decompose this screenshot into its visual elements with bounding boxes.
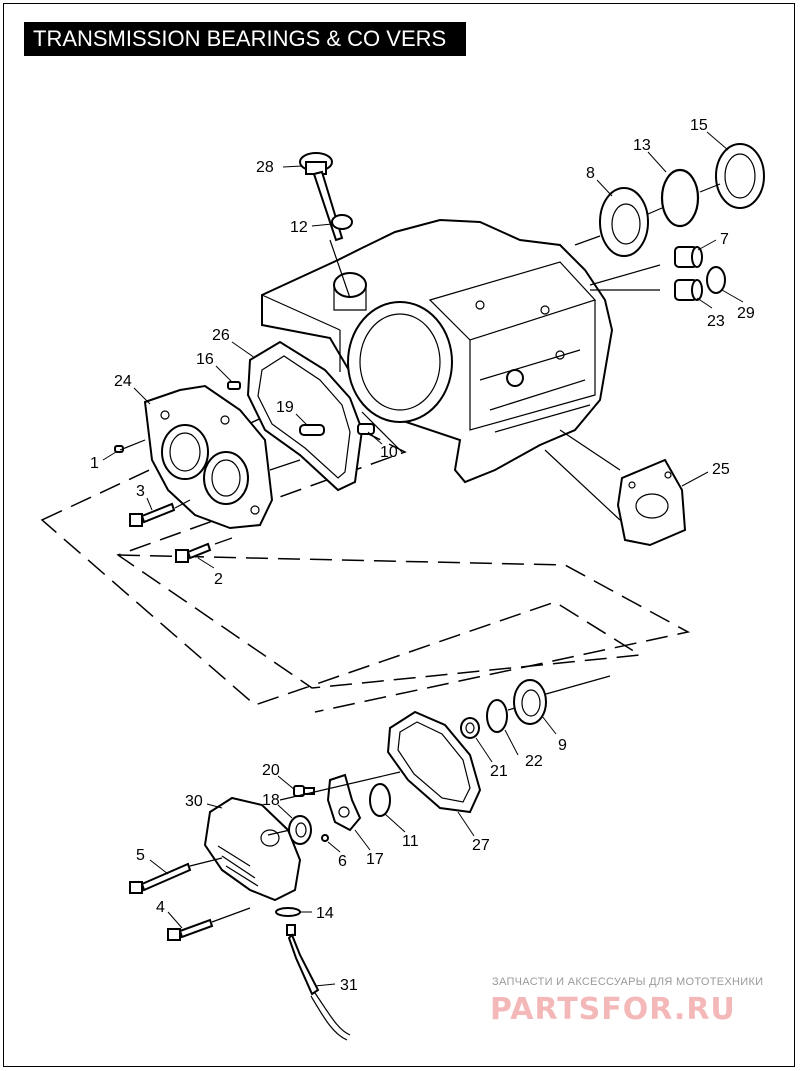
callout-21: 21 [490,763,508,780]
retaining-ring-11 [369,783,391,817]
callout-3: 3 [136,483,145,500]
callout-30: 30 [185,793,203,810]
callout-23: 23 [707,313,725,330]
side-cover-30 [203,796,302,902]
callout-27: 27 [472,837,490,854]
cable-31 [286,924,351,1041]
gasket-26 [246,340,364,492]
callout-12: 12 [290,219,308,236]
callout-numbers: 28 12 8 13 15 7 23 29 26 16 24 19 10 1 3… [90,117,755,994]
callout-19: 19 [276,399,294,416]
page-title: TRANSMISSION BEARINGS & CO VERS [24,22,466,56]
transmission-housing [261,218,614,484]
screw-2 [175,542,212,563]
seal-15 [715,143,765,209]
callout-8: 8 [586,165,595,182]
callout-10: 10 [380,444,398,461]
watermark-caption: ЗАПЧАСТИ И АКСЕССУАРЫ ДЛЯ МОТОТЕХНИКИ [492,976,764,988]
callout-22: 22 [525,753,543,770]
callout-16: 16 [196,351,214,368]
callout-24: 24 [114,373,132,390]
callout-1: 1 [90,455,99,472]
callout-28: 28 [256,159,274,176]
callout-13: 13 [633,137,651,154]
screw-3 [129,502,176,527]
dowel-10 [357,423,375,435]
needle-bearing-7 [674,246,703,268]
ball-6 [321,834,329,842]
o-ring-12 [331,214,353,230]
callout-18: 18 [262,792,280,809]
watermark-logo: PARTSFOR.RU [490,992,736,1027]
o-ring-14 [275,907,301,917]
retaining-ring-22 [486,699,508,733]
callout-5: 5 [136,847,145,864]
seal-29 [706,266,726,294]
callout-26: 26 [212,327,230,344]
callout-2: 2 [214,571,223,588]
bearing-8 [599,187,649,257]
shift-lever-17 [326,773,362,832]
dowel-16 [227,381,241,390]
dowel-19 [299,424,325,436]
assembly-dashed-outlines [40,399,691,713]
callout-31: 31 [340,977,358,994]
callout-29: 29 [737,305,755,322]
callout-25: 25 [712,461,730,478]
bearing-21 [460,717,480,739]
callout-4: 4 [156,899,165,916]
callout-9: 9 [558,737,567,754]
needle-bearing-23 [674,279,703,301]
screw-4 [167,918,214,941]
callout-leaders [102,131,744,987]
screw-20 [293,785,315,797]
callout-6: 6 [338,853,347,870]
callout-17: 17 [366,851,384,868]
gasket-27 [386,710,482,814]
screw-5 [129,862,192,894]
diagram-frame [3,3,795,1067]
callout-14: 14 [316,905,334,922]
callout-20: 20 [262,762,280,779]
bearing-housing-24 [143,384,274,530]
retaining-ring-13 [660,168,700,228]
assembly-center-lines [119,183,721,923]
callout-7: 7 [720,231,729,248]
bearing-9 [513,679,547,725]
callout-11: 11 [402,833,419,850]
gasket-25 [616,458,687,547]
callout-15: 15 [690,117,708,134]
